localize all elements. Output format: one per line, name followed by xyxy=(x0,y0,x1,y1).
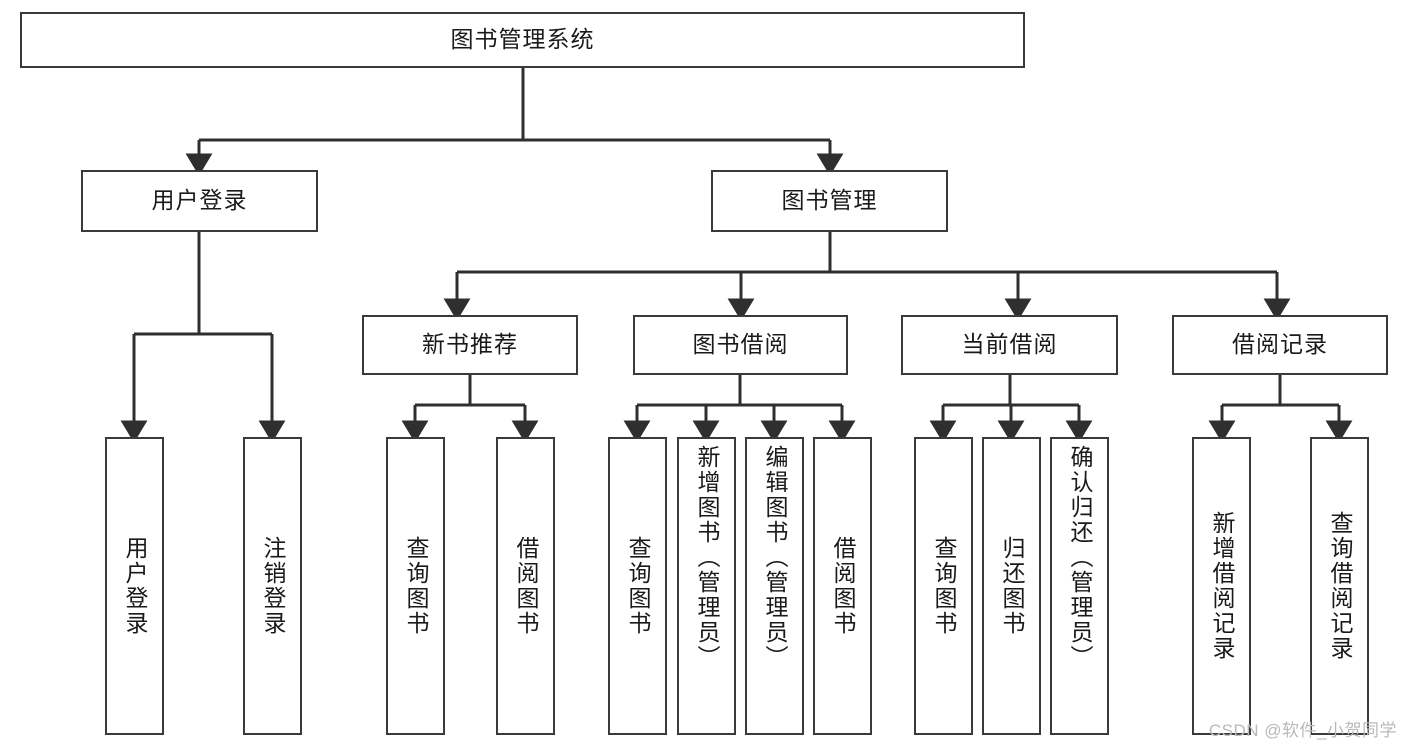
node-leaf-add-book-admin[interactable]: 新增图书（管理员） xyxy=(677,437,736,735)
node-label: 编辑图书（管理员） xyxy=(762,445,788,670)
node-book-borrow[interactable]: 图书借阅 xyxy=(633,315,848,375)
node-label: 用户登录 xyxy=(151,187,248,214)
node-user-login[interactable]: 用户登录 xyxy=(81,170,318,232)
node-label: 图书管理 xyxy=(781,187,878,214)
node-label: 查询图书 xyxy=(625,536,651,636)
node-label: 新书推荐 xyxy=(422,331,518,358)
edge-userlogin-to-leaves xyxy=(120,232,286,443)
node-label: 查询借阅记录 xyxy=(1327,511,1353,661)
edge-bookmanagement-to-level3 xyxy=(443,232,1291,321)
node-book-management[interactable]: 图书管理 xyxy=(711,170,948,232)
node-borrow-record[interactable]: 借阅记录 xyxy=(1172,315,1388,375)
node-label: 当前借阅 xyxy=(961,331,1058,358)
node-label: 借阅图书 xyxy=(830,536,856,636)
node-label: 图书借阅 xyxy=(692,331,789,358)
node-new-book-recommend[interactable]: 新书推荐 xyxy=(362,315,578,375)
node-leaf-query-book-2[interactable]: 查询图书 xyxy=(608,437,667,735)
node-label: 查询图书 xyxy=(403,536,429,636)
node-label: 查询图书 xyxy=(931,536,957,636)
node-leaf-user-login[interactable]: 用户登录 xyxy=(105,437,164,735)
node-leaf-query-borrow-record[interactable]: 查询借阅记录 xyxy=(1310,437,1369,735)
node-leaf-confirm-return-admin[interactable]: 确认归还（管理员） xyxy=(1050,437,1109,735)
node-label: 新增借阅记录 xyxy=(1209,511,1235,661)
node-label: 注销登录 xyxy=(260,536,286,636)
edge-borrowrecord-to-leaves xyxy=(1208,375,1353,443)
node-leaf-edit-book-admin[interactable]: 编辑图书（管理员） xyxy=(745,437,804,735)
node-leaf-return-book[interactable]: 归还图书 xyxy=(982,437,1041,735)
node-leaf-add-borrow-record[interactable]: 新增借阅记录 xyxy=(1192,437,1251,735)
node-label: 新增图书（管理员） xyxy=(694,445,720,670)
node-label: 借阅记录 xyxy=(1232,331,1328,358)
edge-bookborrow-to-leaves xyxy=(623,375,856,443)
node-label: 借阅图书 xyxy=(513,536,539,636)
node-label: 确认归还（管理员） xyxy=(1067,445,1093,670)
node-leaf-borrow-book-1[interactable]: 借阅图书 xyxy=(496,437,555,735)
edge-currentborrow-to-leaves xyxy=(929,375,1093,443)
node-root-system[interactable]: 图书管理系统 xyxy=(20,12,1025,68)
node-current-borrow[interactable]: 当前借阅 xyxy=(901,315,1118,375)
node-leaf-logout-login[interactable]: 注销登录 xyxy=(243,437,302,735)
node-label: 图书管理系统 xyxy=(450,26,595,53)
node-label: 用户登录 xyxy=(122,536,148,636)
csdn-watermark: CSDN @软件_小贺同学 xyxy=(1208,721,1397,740)
node-label: 归还图书 xyxy=(999,536,1025,636)
node-leaf-query-book-1[interactable]: 查询图书 xyxy=(386,437,445,735)
node-leaf-query-book-3[interactable]: 查询图书 xyxy=(914,437,973,735)
edge-newbook-to-leaves xyxy=(401,375,539,443)
edge-root-to-level2 xyxy=(185,68,844,176)
node-leaf-borrow-book-2[interactable]: 借阅图书 xyxy=(813,437,872,735)
